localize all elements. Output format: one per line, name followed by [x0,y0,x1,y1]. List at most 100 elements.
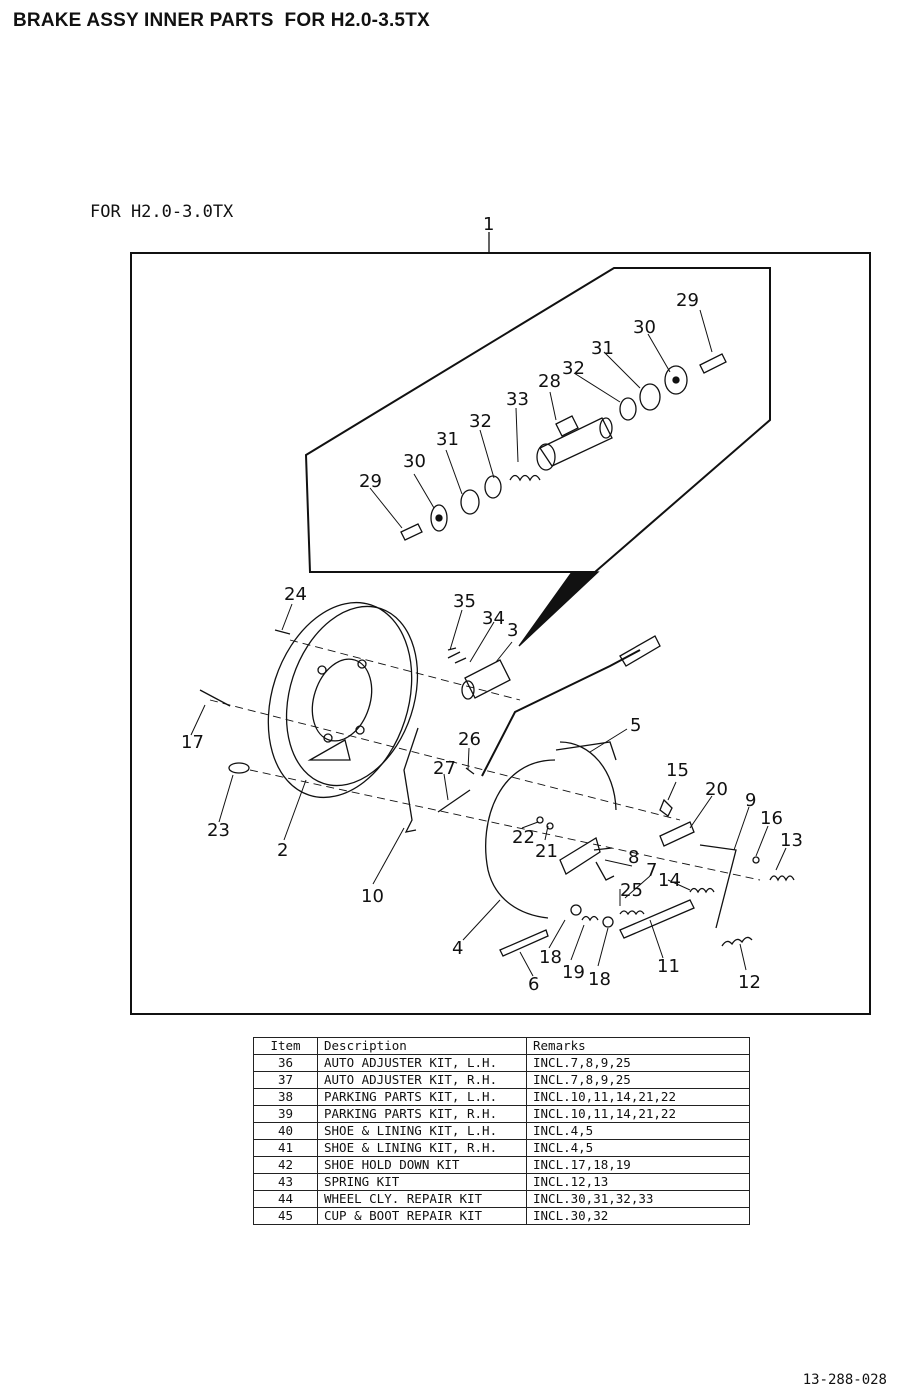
callout-30b: 30 [403,451,426,472]
callout-6: 6 [528,974,539,995]
callout-17: 17 [181,732,204,753]
callout-22: 22 [512,827,535,848]
cell-remarks: INCL.30,32 [526,1207,750,1225]
adjuster-strut [619,899,695,939]
callout-10: 10 [361,886,384,907]
cell-description: SHOE HOLD DOWN KIT [317,1156,527,1174]
bleeder-screws [400,353,727,541]
diagram-subtitle: FOR H2.0-3.0TX [90,202,234,222]
callout-27: 27 [433,758,456,779]
page-title: BRAKE ASSY INNER PARTS FOR H2.0-3.5TX [13,10,430,31]
callout-33: 33 [506,389,529,410]
table-header-row: Item Description Remarks [253,1037,750,1055]
cell-item: 39 [253,1105,318,1123]
cell-item: 40 [253,1122,318,1140]
callout-16: 16 [760,808,783,829]
spring-33 [509,474,541,482]
cell-description: AUTO ADJUSTER KIT, R.H. [317,1071,527,1089]
table-row: 40 SHOE & LINING KIT, L.H. INCL.4,5 [253,1122,750,1140]
cell-description: SPRING KIT [317,1173,527,1191]
plate-20 [659,821,695,847]
cell-remarks: INCL.17,18,19 [526,1156,750,1174]
cell-remarks: INCL.4,5 [526,1139,750,1157]
callout-15: 15 [666,760,689,781]
piston-cup-pair [460,383,661,515]
backing-plate [267,601,419,799]
alignment-lines [209,639,761,881]
callout-labels: 1 2 3 4 5 6 7 8 9 10 11 12 13 14 15 16 1… [181,214,803,995]
column-header-item: Item [253,1037,318,1055]
clip-21 [546,822,554,830]
callout-5: 5 [630,715,641,736]
callout-31a: 31 [591,338,614,359]
cell-remarks: INCL.30,31,32,33 [526,1190,750,1208]
callout-29a: 29 [676,290,699,311]
cell-item: 45 [253,1207,318,1225]
leader-lines [190,309,787,977]
callout-21: 21 [535,841,558,862]
cell-remarks: INCL.10,11,14,21,22 [526,1105,750,1123]
brake-shoe [485,741,617,919]
callout-32a: 32 [562,358,585,379]
callout-7: 7 [646,860,657,881]
block-15 [659,798,673,817]
callout-18b: 18 [588,969,611,990]
callout-9: 9 [745,790,756,811]
spring-14 [689,887,715,894]
callout-8: 8 [628,847,639,868]
parking-lever [403,727,419,833]
table-row: 45 CUP & BOOT REPAIR KIT INCL.30,32 [253,1207,750,1225]
cell-item: 36 [253,1054,318,1072]
callout-18a: 18 [539,947,562,968]
table-row: 37 AUTO ADJUSTER KIT, R.H. INCL.7,8,9,25 [253,1071,750,1089]
washer-22 [536,816,544,824]
cable-end [619,635,661,667]
cell-item: 38 [253,1088,318,1106]
column-header-description: Description [317,1037,527,1055]
cell-description: SHOE & LINING KIT, L.H. [317,1122,527,1140]
callout-28: 28 [538,371,561,392]
callout-2: 2 [277,840,288,861]
cell-remarks: INCL.7,8,9,25 [526,1071,750,1089]
spring-25 [619,910,645,916]
wheel-cylinder [447,651,511,700]
cell-remarks: INCL.4,5 [526,1122,750,1140]
cell-item: 41 [253,1139,318,1157]
table-row: 39 PARKING PARTS KIT, R.H. INCL.10,11,14… [253,1105,750,1123]
nut-26 [465,767,475,775]
callout-30a: 30 [633,317,656,338]
cell-item: 42 [253,1156,318,1174]
washer-18b [602,916,614,928]
cell-item: 37 [253,1071,318,1089]
spring-19 [581,915,599,922]
wheel-cylinder-body [536,415,613,471]
cell-item: 44 [253,1190,318,1208]
cell-remarks: INCL.7,8,9,25 [526,1054,750,1072]
inset-pointer [518,571,600,647]
hold-down-pin [499,929,549,957]
cell-remarks: INCL.12,13 [526,1173,750,1191]
spring-13 [769,875,795,882]
cap-35 [447,647,457,651]
assembly-frame [130,252,871,1015]
clip-16 [752,856,760,864]
cell-description: SHOE & LINING KIT, R.H. [317,1139,527,1157]
rod-27 [437,789,471,813]
table-row: 36 AUTO ADJUSTER KIT, L.H. INCL.7,8,9,25 [253,1054,750,1072]
page-code: 13-288-028 [802,1372,887,1388]
boot-pair [430,365,688,532]
table-row: 38 PARKING PARTS KIT, L.H. INCL.10,11,14… [253,1088,750,1106]
table-row: 42 SHOE HOLD DOWN KIT INCL.17,18,19 [253,1156,750,1174]
cell-description: AUTO ADJUSTER KIT, L.H. [317,1054,527,1072]
callout-14: 14 [658,870,681,891]
callout-29b: 29 [359,471,382,492]
cell-item: 43 [253,1173,318,1191]
exploded-parts-diagram: FOR H2.0-3.0TX [90,202,871,1015]
bolt-24 [274,629,291,635]
callout-12: 12 [738,972,761,993]
pin-17 [199,689,231,707]
parts-kit-table: Item Description Remarks 36 AUTO ADJUSTE… [253,1037,750,1225]
callout-4: 4 [452,938,463,959]
callout-13: 13 [780,830,803,851]
callout-3: 3 [507,620,518,641]
